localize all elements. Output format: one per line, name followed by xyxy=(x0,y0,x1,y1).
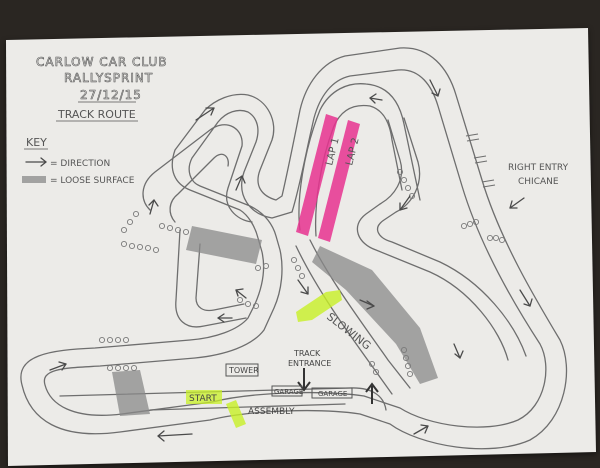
direction-arrow xyxy=(519,289,533,307)
direction-arrow xyxy=(235,175,246,191)
map-header: CARLOW CAR CLUB RALLYSPRINT 27/12/15 TRA… xyxy=(36,55,168,122)
garage-exit-arrow xyxy=(365,382,379,404)
track-outline xyxy=(20,47,568,450)
start-label: START xyxy=(189,394,217,404)
garage-2-label: GARAGE xyxy=(318,390,347,398)
paper-sheet xyxy=(6,28,596,466)
chicane-label: CHICANE xyxy=(518,177,559,187)
direction-arrow xyxy=(297,279,309,295)
track-entrance-arrow xyxy=(297,368,311,392)
tyre-barriers xyxy=(98,133,506,378)
direction-arrow xyxy=(235,288,247,299)
key-loose-surface-swatch xyxy=(22,176,46,183)
direction-arrow xyxy=(217,313,233,323)
start-label-highlight xyxy=(186,390,222,404)
direction-arrow xyxy=(413,424,429,435)
lap-1-highlight xyxy=(296,114,338,236)
direction-arrow xyxy=(359,299,375,310)
direction-arrow xyxy=(157,430,193,442)
key-direction-arrow-icon xyxy=(25,157,47,167)
start-line-highlight xyxy=(226,400,246,428)
garage-1-label: GARAGE xyxy=(274,388,303,396)
buildings xyxy=(225,363,353,399)
direction-arrow xyxy=(49,361,67,371)
direction-arrow xyxy=(429,79,441,97)
garage-2-building xyxy=(311,387,353,399)
event-name: RALLYSPRINT xyxy=(64,71,153,85)
right-entry-label: RIGHT ENTRY xyxy=(508,163,569,173)
assembly-label: ASSEMBLY xyxy=(248,407,295,417)
map-key: KEY = DIRECTION = LOOSE SURFACE xyxy=(22,136,135,186)
event-date: 27/12/15 xyxy=(80,88,142,102)
loose-surface-lower-left xyxy=(112,370,150,416)
loose-surface-upper-left xyxy=(186,226,262,264)
tower-building xyxy=(225,363,259,377)
garage-1-building xyxy=(271,385,303,397)
direction-arrow xyxy=(195,107,215,121)
direction-arrow xyxy=(509,197,525,209)
lap-2-highlight xyxy=(318,120,360,242)
direction-arrow xyxy=(453,343,464,359)
direction-arrows xyxy=(49,79,533,442)
direction-arrow xyxy=(369,93,383,104)
green-highlights xyxy=(186,290,342,428)
direction-arrow xyxy=(148,199,159,215)
key-title: KEY xyxy=(26,136,47,149)
club-name: CARLOW CAR CLUB xyxy=(36,55,168,69)
track-route-title: TRACK ROUTE xyxy=(57,108,136,121)
track-entrance-label-2: ENTRANCE xyxy=(288,359,331,368)
track-entrance-label-1: TRACK xyxy=(293,349,321,358)
direction-arrow xyxy=(399,195,411,211)
slowing-marker-highlight xyxy=(296,290,342,322)
tower-label: TOWER xyxy=(228,366,259,375)
key-loose-label: = LOOSE SURFACE xyxy=(50,176,135,186)
key-direction-label: = DIRECTION xyxy=(50,159,110,169)
